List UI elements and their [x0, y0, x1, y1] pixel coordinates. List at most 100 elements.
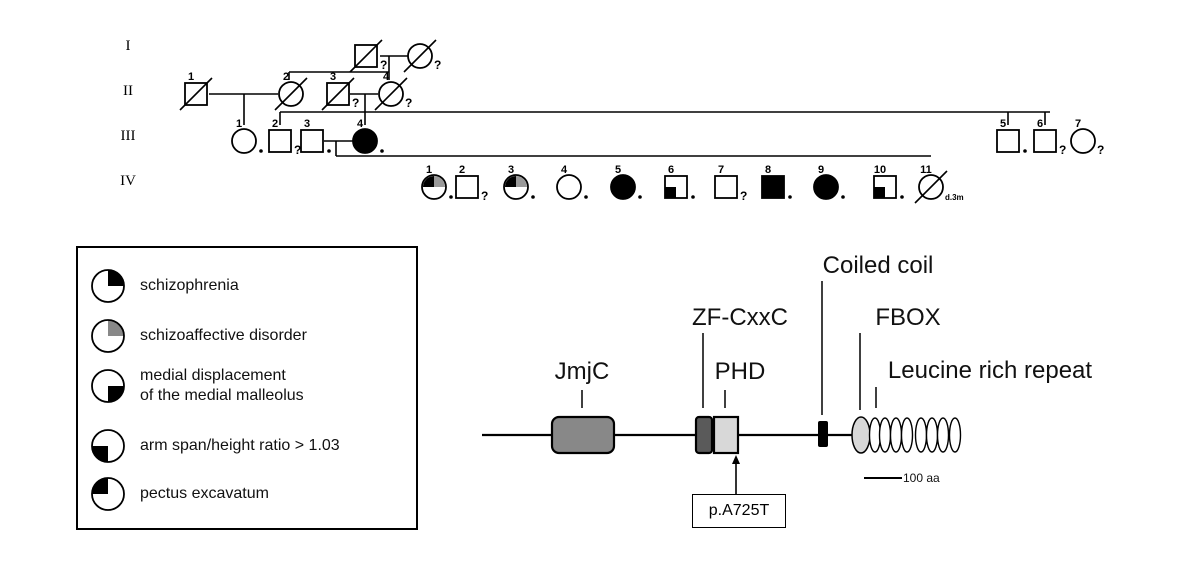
scale-bar-label: 100 aa	[903, 471, 940, 485]
generation-label: III	[121, 128, 136, 144]
pedigree-individual: 1	[421, 164, 453, 200]
sampled-dot	[841, 195, 845, 199]
sampled-dot	[259, 149, 263, 153]
individual-number: 4	[561, 164, 568, 176]
individual-number: 3	[508, 164, 514, 176]
individual-number: 4	[357, 118, 364, 130]
pedigree-individual: 7?	[1070, 118, 1104, 157]
individual-number: 1	[236, 118, 242, 130]
domain-coiled-coil	[818, 421, 828, 447]
pedigree-individual: 6?	[1033, 118, 1066, 157]
female-symbol	[556, 174, 582, 200]
domain-leucine-rich-repeat	[868, 417, 962, 453]
individual-note: ?	[740, 189, 747, 203]
domain-phd	[712, 415, 740, 455]
domain-label-lrr: Leucine rich repeat	[888, 357, 1092, 384]
sampled-dot	[584, 195, 588, 199]
individual-number: 2	[283, 71, 289, 83]
individual-number: 5	[615, 164, 621, 176]
quadrant-top-left-icon	[91, 477, 125, 511]
quadrant-bottom-left-icon	[91, 429, 125, 463]
legend-item-schizophrenia: schizophrenia	[88, 266, 239, 306]
pedigree-individual: 9	[813, 164, 845, 200]
individual-number: 9	[818, 164, 824, 176]
lrr-repeat	[936, 417, 950, 453]
pedigree-individual: ?	[349, 39, 387, 73]
sampled-dot	[900, 195, 904, 199]
sampled-dot	[691, 195, 695, 199]
individual-note: ?	[1059, 143, 1066, 157]
individual-note: ?	[434, 58, 441, 72]
legend-label: schizophrenia	[140, 277, 239, 294]
phenotype-quadrant	[516, 176, 527, 187]
deceased-slash	[403, 39, 437, 73]
individual-note: d.3m	[945, 193, 964, 202]
generation-label: I	[126, 38, 131, 54]
individual-number: 1	[188, 71, 194, 83]
domain-label-fbox: FBOX	[875, 304, 940, 331]
domain-label-zf-cxxc: ZF-CxxC	[692, 304, 788, 331]
quadrant-bottom-right-icon	[91, 369, 125, 403]
sampled-dot	[449, 195, 453, 199]
domain-fbox	[851, 416, 871, 454]
legend-label: arm span/height ratio > 1.03	[140, 437, 340, 454]
female-symbol	[610, 174, 636, 200]
deceased-slash	[274, 77, 308, 111]
pedigree-individual: 11 d.3m	[914, 164, 964, 204]
individual-number: 7	[1075, 118, 1081, 130]
deceased-slash	[349, 39, 383, 73]
pedigree-individual: ?	[403, 39, 441, 73]
individual-note: ?	[1097, 143, 1104, 157]
individual-number: 10	[874, 164, 886, 176]
deceased-slash	[179, 77, 213, 111]
individual-note: ?	[481, 189, 488, 203]
individual-number: 5	[1000, 118, 1006, 130]
individual-number: 2	[459, 164, 465, 176]
individual-number: 11	[920, 164, 932, 176]
pedigree-individual: 4	[556, 164, 588, 200]
pedigree-individual: 2	[274, 71, 308, 111]
individual-number: 2	[272, 118, 278, 130]
domain-label-phd: PHD	[715, 358, 766, 385]
pedigree-lines	[209, 55, 1050, 157]
generation-label: IV	[120, 173, 136, 189]
domain-label-coiled-coil: Coiled coil	[823, 252, 934, 279]
individual-number: 4	[383, 71, 390, 83]
female-symbol	[421, 174, 447, 200]
sampled-dot	[380, 149, 384, 153]
individual-number: 3	[304, 118, 310, 130]
male-symbol	[761, 175, 785, 199]
pedigree-individual: 1	[231, 118, 263, 154]
male-symbol	[455, 175, 479, 199]
individual-note: ?	[294, 143, 301, 157]
mutation-label: p.A725T	[692, 494, 786, 528]
individual-number: 3	[330, 71, 336, 83]
phenotype-quadrant	[874, 187, 885, 198]
male-symbol	[996, 129, 1020, 153]
pedigree-individual: 6	[664, 164, 695, 199]
male-symbol	[873, 175, 897, 199]
individual-number: 7	[718, 164, 724, 176]
male-symbol	[664, 175, 688, 199]
male-symbol	[300, 129, 324, 153]
deceased-slash	[321, 77, 355, 111]
individual-number: 6	[1037, 118, 1043, 130]
pedigree-individual: 5	[996, 118, 1027, 153]
lrr-repeat	[925, 417, 939, 453]
lrr-repeat	[878, 417, 892, 453]
domain-jmjc	[550, 415, 616, 455]
female-symbol	[352, 128, 378, 154]
quadrant-top-right-icon	[91, 269, 125, 303]
individual-note: ?	[380, 58, 387, 72]
pedigree-individual: 1	[179, 71, 213, 111]
legend-item-pectus: pectus excavatum	[88, 474, 269, 514]
domain-label-jmjc: JmjC	[555, 358, 610, 385]
phenotype-quadrant	[505, 176, 516, 187]
female-symbol	[1070, 128, 1096, 154]
pedigree-individual: 4?	[374, 71, 412, 111]
pedigree-individual: 3?	[321, 71, 359, 111]
individual-note: ?	[352, 96, 359, 110]
domain-zf-cxxc	[694, 415, 714, 455]
